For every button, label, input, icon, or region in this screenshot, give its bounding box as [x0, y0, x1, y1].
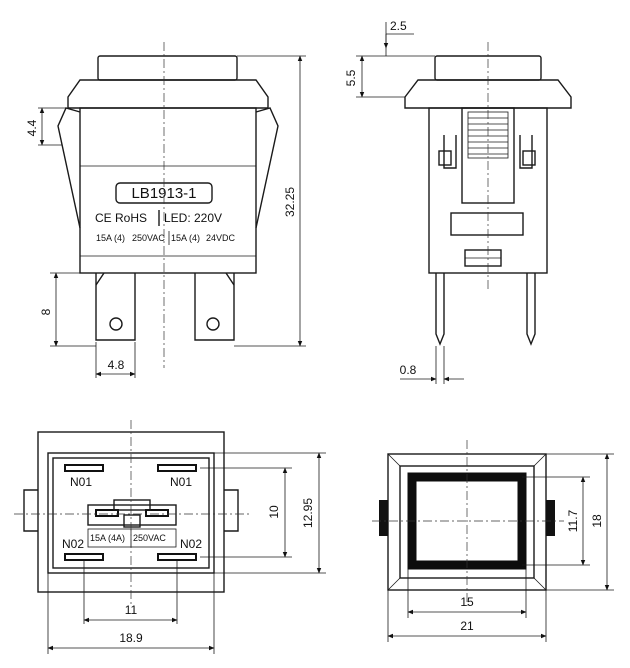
rear-tab-right [224, 489, 239, 532]
label-n02-right: N02 [180, 537, 202, 551]
side-view-profile: 2.5 5.5 0.8 [344, 19, 572, 384]
dim-terminal-length: 8 [39, 308, 53, 315]
dim-window-width: 15 [460, 595, 474, 609]
dim-total-height: 32.25 [283, 187, 297, 217]
dim-clip-height: 4.4 [25, 119, 39, 136]
terminal-right [194, 273, 235, 341]
rear-rating-voltage: 250VAC [133, 533, 166, 543]
dim-front-width: 21 [460, 619, 474, 633]
label-n01-left: N01 [70, 475, 92, 489]
front-view: 11.7 18 15 21 [372, 440, 614, 642]
rating-right-voltage: 24VDC [206, 233, 236, 243]
rear-view: N01 N01 N02 N02 15A (4A) 250VAC 10 12.95… [14, 420, 326, 654]
dim-cap-height: 5.5 [344, 69, 358, 86]
profile-slot [450, 212, 524, 236]
dim-front-height: 18 [590, 514, 604, 528]
slot-n01-left [64, 464, 104, 472]
bezel-flange [67, 79, 269, 109]
rating-left-voltage: 250VAC [132, 233, 165, 243]
led-rating: LED: 220V [164, 211, 222, 225]
dim-terminal-width: 4.8 [108, 358, 125, 372]
clip-left [57, 107, 81, 229]
dim-pin-width: 0.8 [400, 363, 417, 377]
switch-body [79, 107, 257, 274]
rear-tab-left [23, 489, 38, 532]
certification-mark: CE RoHS [95, 211, 147, 225]
dim-window-height: 11.7 [566, 509, 580, 532]
dim-body-width-rear: 18.9 [119, 631, 143, 645]
label-n01-right: N01 [170, 475, 192, 489]
actuator-cap [97, 55, 238, 81]
slot-n02-left [64, 553, 104, 561]
pin-right [526, 273, 536, 346]
pin-left [435, 273, 445, 346]
slot-n02-right [157, 553, 197, 561]
dim-terminal-spacing-v: 10 [267, 505, 281, 519]
side-view-front: LB1913-1 CE RoHS LED: 220V 15A (4) 250VA… [25, 42, 306, 378]
dim-terminal-spacing-h: 11 [125, 603, 138, 617]
front-nub-right [546, 500, 555, 536]
front-nub-left [379, 500, 388, 536]
terminal-left [95, 273, 136, 341]
dim-body-height-rear: 12.95 [301, 498, 315, 528]
rating-left: 15A (4) [96, 233, 125, 243]
dim-cap-offset: 2.5 [390, 19, 407, 33]
model-label: LB1913-1 [131, 185, 196, 202]
rear-rating-current: 15A (4A) [90, 533, 125, 543]
profile-flange [404, 79, 572, 109]
clip-right [255, 107, 279, 229]
slot-n01-right [157, 464, 197, 472]
label-n02-left: N02 [62, 537, 84, 551]
rating-right: 15A (4) [171, 233, 200, 243]
